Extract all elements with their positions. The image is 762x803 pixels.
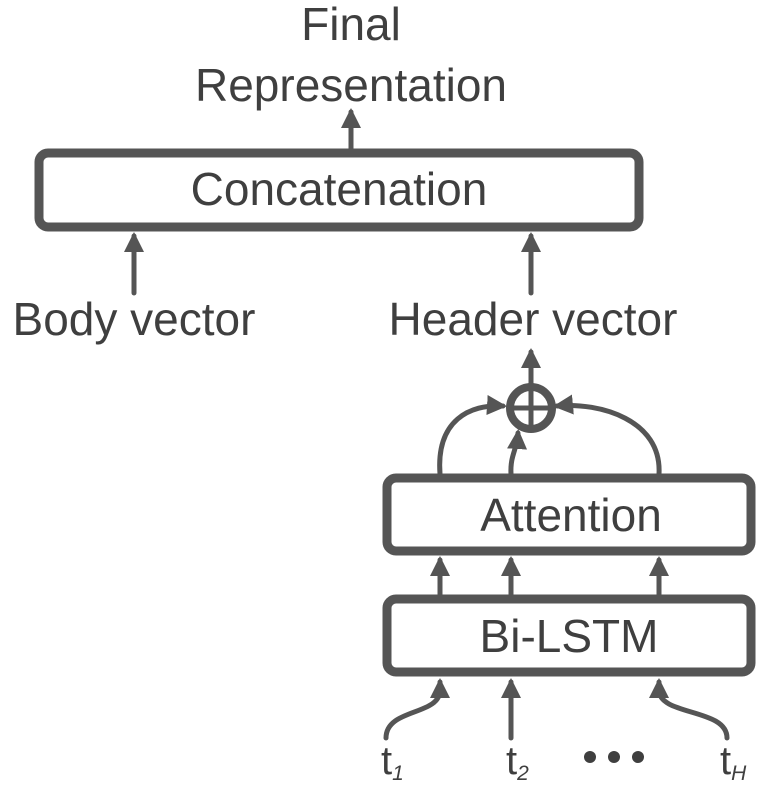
- attention-box: Attention: [382, 473, 756, 556]
- attention-label: Attention: [480, 489, 662, 541]
- oplus-icon: [506, 383, 556, 433]
- token-2: t2: [506, 739, 529, 785]
- token-1: t1: [381, 739, 404, 785]
- token-1-arrow: [383, 678, 450, 741]
- token-h-arrow: [649, 678, 730, 741]
- header-vector-label: Header vector: [389, 293, 678, 345]
- output-label-line1: Final: [301, 0, 401, 50]
- concatenation-box: Concatenation: [34, 148, 644, 232]
- svg-text:t2: t2: [506, 739, 529, 785]
- bilstm-box: Bi-LSTM: [382, 594, 756, 677]
- body-vector-label: Body vector: [13, 293, 256, 345]
- svg-text:t1: t1: [381, 739, 404, 785]
- attention-to-oplus-arrow: [507, 429, 528, 477]
- bilstm-label: Bi-LSTM: [480, 610, 659, 662]
- svg-text:tH: tH: [720, 739, 747, 785]
- concatenation-label: Concatenation: [191, 163, 488, 215]
- dots-icon: [584, 751, 644, 763]
- output-label-line2: Representation: [195, 59, 507, 111]
- token-h: tH: [720, 739, 747, 785]
- left-residual-arrow: [437, 395, 507, 477]
- right-residual-arrow: [553, 394, 662, 477]
